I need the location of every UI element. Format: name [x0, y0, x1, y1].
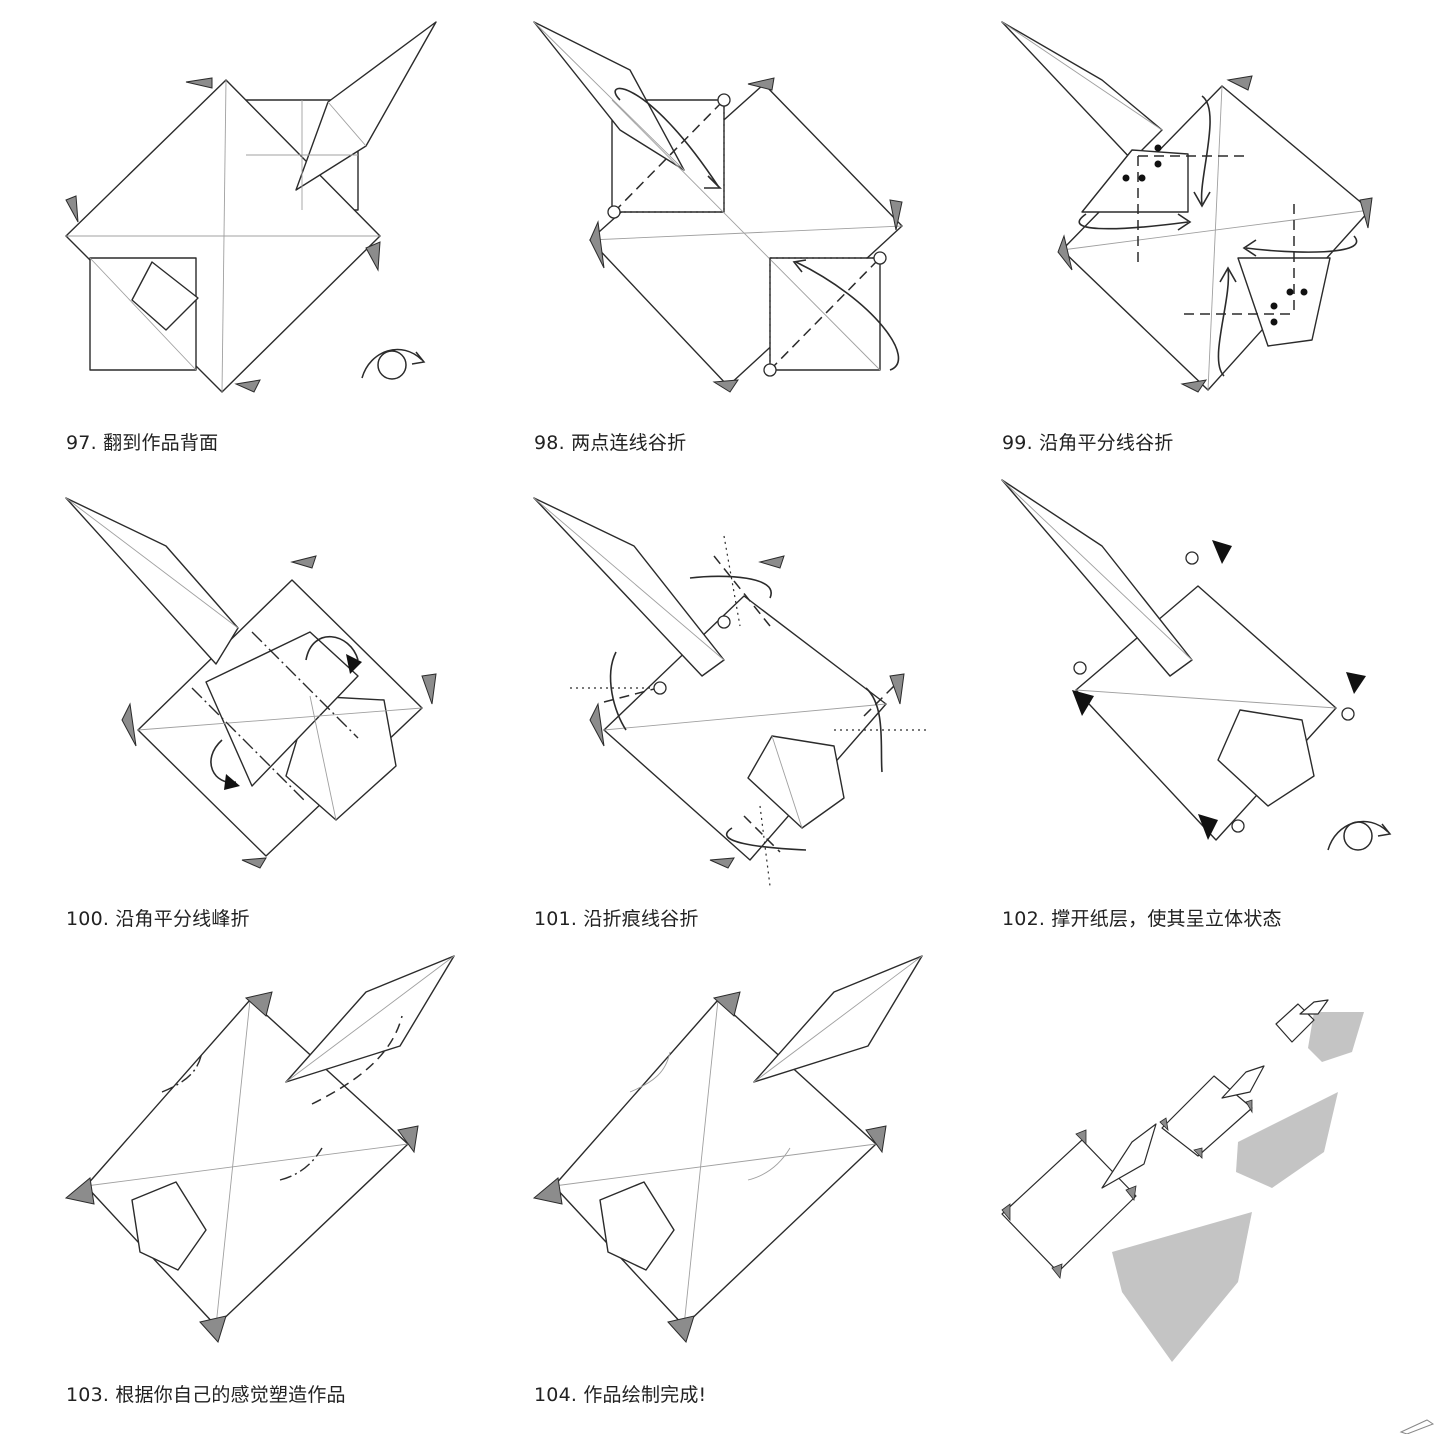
valley-fold-arrow-icon — [1078, 95, 1358, 377]
step-number: 99. — [1002, 432, 1033, 454]
turn-over-icon — [1327, 820, 1392, 851]
rocket-nozzle — [131, 1181, 207, 1271]
step-caption: 101. 沿折痕线谷折 — [534, 904, 699, 931]
step-text: 沿角平分线峰折 — [115, 908, 250, 930]
step-text: 作品绘制完成! — [583, 1384, 707, 1406]
step-102-diagram — [1001, 479, 1392, 851]
step-99-diagram — [1001, 21, 1373, 393]
step-101-panel: 101. 沿折痕线谷折 — [533, 476, 954, 930]
step-caption: 99. 沿角平分线谷折 — [1002, 428, 1173, 455]
step-number: 100. — [66, 908, 110, 930]
circle-reference-point-icon — [1073, 551, 1355, 833]
step-text: 两点连线谷折 — [571, 432, 687, 454]
nozzle-fringe — [532, 991, 887, 1343]
step-97-diagram — [65, 21, 437, 393]
folded-corner — [131, 261, 199, 331]
step-text: 翻到作品背面 — [103, 432, 219, 454]
step-99-panel: 99. 沿角平分线谷折 — [1001, 0, 1422, 454]
medium-rocket-blade — [1221, 1065, 1265, 1099]
step-number: 102. — [1002, 908, 1046, 930]
finished-rockets-panel — [1001, 952, 1422, 1392]
push-squash-arrow-icon — [1072, 540, 1366, 840]
step-text: 根据你自己的感觉塑造作品 — [115, 1384, 346, 1406]
left-square — [1081, 149, 1189, 213]
rocket-blade — [1001, 21, 1163, 161]
dot-marker-icon — [1122, 144, 1308, 326]
step-text: 沿折痕线谷折 — [583, 908, 699, 930]
valley-fold-arrow-icon — [614, 87, 900, 371]
right-square — [1237, 257, 1331, 347]
rocket-body — [1075, 585, 1337, 841]
small-rocket-blade — [1299, 999, 1329, 1015]
step-caption: 100. 沿角平分线峰折 — [66, 904, 250, 931]
step-103-panel: 103. 根据你自己的感觉塑造作品 — [64, 952, 486, 1406]
circle-reference-point-icon — [653, 615, 731, 695]
corner-paper-mark-icon — [1399, 1419, 1435, 1434]
circle-reference-point-icon — [607, 93, 887, 377]
large-rocket-body — [1001, 1139, 1137, 1273]
rocket-body — [603, 595, 887, 861]
step-caption: 103. 根据你自己的感觉塑造作品 — [66, 1380, 346, 1407]
step-caption: 98. 两点连线谷折 — [534, 428, 686, 455]
turn-over-icon — [361, 348, 426, 380]
rocket-nozzle — [285, 695, 397, 821]
center-panel — [205, 631, 359, 787]
rocket-blade — [533, 497, 725, 677]
rocket-blade — [1001, 479, 1193, 677]
step-number: 101. — [534, 908, 578, 930]
step-number: 103. — [66, 1384, 110, 1406]
rocket-nozzle — [1217, 709, 1315, 807]
step-caption: 97. 翻到作品背面 — [66, 428, 218, 455]
step-caption: 102. 撑开纸层，使其呈立体状态 — [1002, 904, 1282, 931]
step-text: 撑开纸层，使其呈立体状态 — [1051, 908, 1282, 930]
step-102-panel: 102. 撑开纸层，使其呈立体状态 — [1001, 476, 1422, 930]
step-103-diagram — [64, 955, 455, 1343]
step-text: 沿角平分线谷折 — [1039, 432, 1174, 454]
step-100-panel: 100. 沿角平分线峰折 — [65, 476, 486, 930]
nozzle-fringe — [64, 991, 419, 1343]
rocket-shadow — [1112, 1012, 1364, 1362]
step-97-panel: 97. 翻到作品背面 — [65, 0, 486, 454]
large-rocket-blade — [1101, 1123, 1157, 1189]
rocket-blade — [65, 497, 239, 665]
step-number: 98. — [534, 432, 565, 454]
step-101-diagram — [533, 497, 926, 887]
step-98-panel: 98. 两点连线谷折 — [533, 0, 954, 454]
rocket-nozzle — [747, 735, 845, 829]
step-number: 104. — [534, 1384, 578, 1406]
step-100-diagram — [65, 497, 437, 869]
step-caption: 104. 作品绘制完成! — [534, 1380, 706, 1407]
step-104-diagram — [532, 955, 923, 1343]
finished-rockets-illustration — [1001, 999, 1364, 1362]
step-104-panel: 104. 作品绘制完成! — [532, 952, 954, 1406]
rocket-nozzle — [599, 1181, 675, 1271]
step-number: 97. — [66, 432, 97, 454]
valley-fold-arrow-icon — [609, 575, 883, 851]
step-98-diagram — [533, 21, 903, 393]
